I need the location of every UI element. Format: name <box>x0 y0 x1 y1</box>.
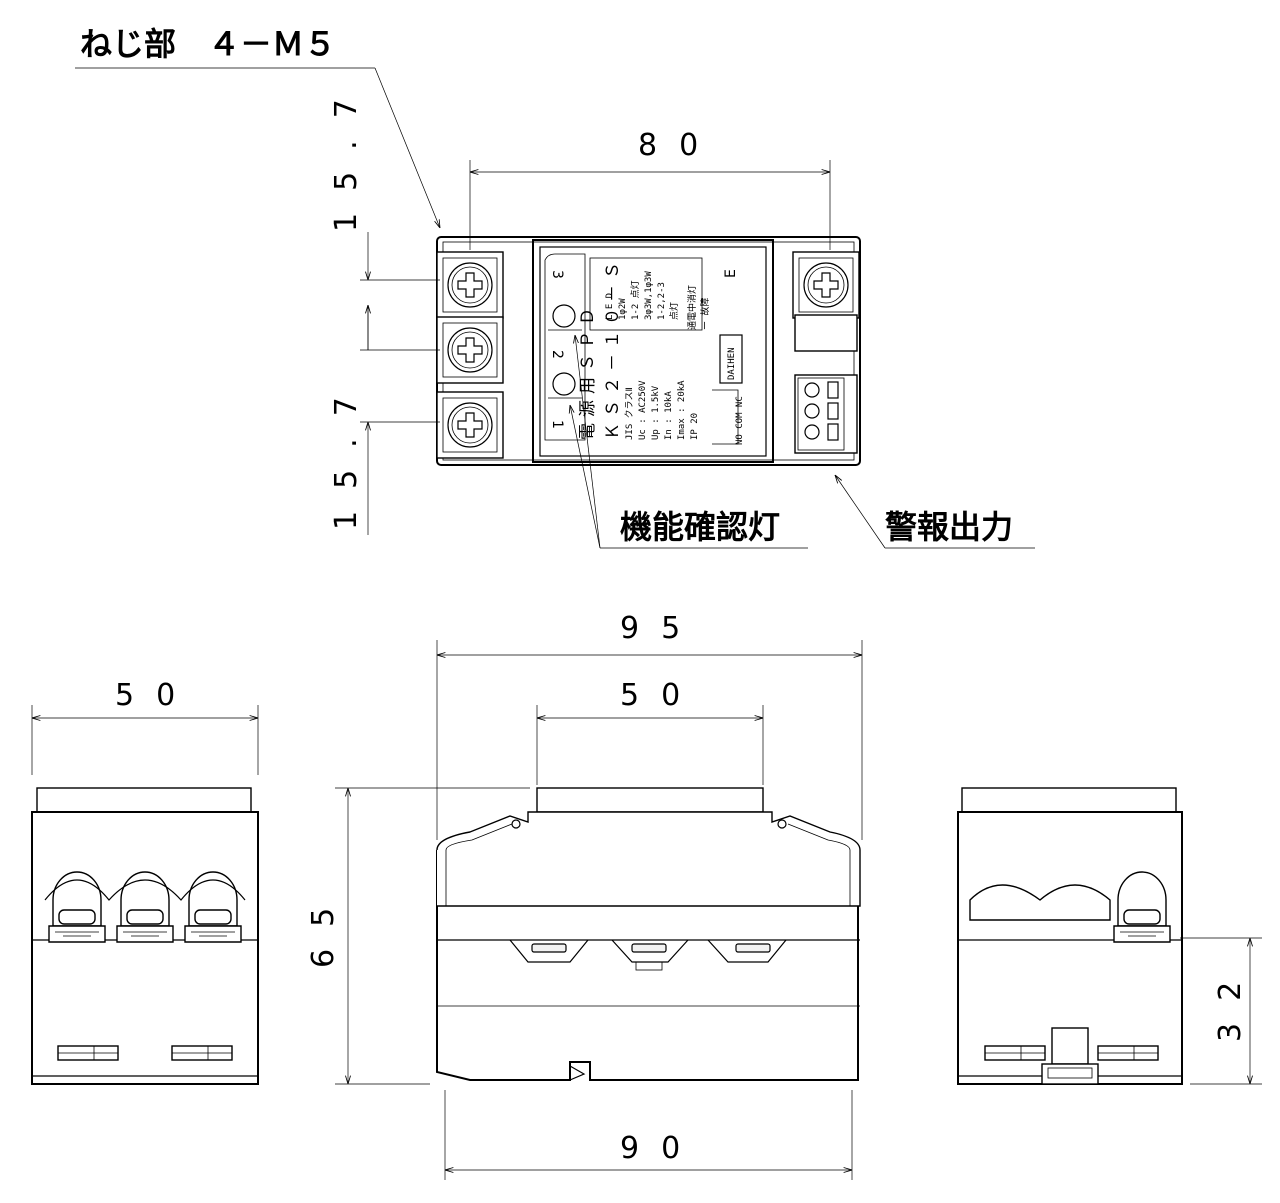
left-side-view <box>31 787 259 1085</box>
alarm-terminal-labels: NO COM NC <box>735 396 745 445</box>
spec-line-2: Uc : AC250V <box>638 380 648 440</box>
led-line-5: 1-2,2-3 <box>657 282 667 320</box>
alarm-callout-label: 警報出力 <box>885 508 1013 546</box>
dim-height-lower: 15.7 <box>329 375 364 530</box>
top-view <box>436 236 861 466</box>
led-line-2: 1φ2W <box>618 298 628 320</box>
led-line-6: 点灯 <box>669 302 680 320</box>
dim-total-width: 95 <box>620 611 702 646</box>
screw-label: ねじ部 ４－Ｍ５ <box>80 25 336 63</box>
dim-side-width: 50 <box>115 678 197 713</box>
led-line-3: 1-2 点灯 <box>630 280 641 320</box>
spec-line-1: JIS クラスⅡ <box>624 387 635 440</box>
spec-line-4: In : 10kA <box>664 391 674 440</box>
led-line-4: 3φ3W,1φ3W <box>644 271 654 320</box>
terminal-2-label: 2 <box>549 350 565 359</box>
terminal-1-label: 1 <box>549 420 565 429</box>
front-view <box>436 787 861 1081</box>
led-callout-label: 機能確認灯 <box>620 508 780 546</box>
dim-height: 65 <box>306 886 341 968</box>
status-line-2: ー 故障 <box>699 298 711 330</box>
spec-line-6: IP 20 <box>690 413 700 440</box>
dim-inner-width: 50 <box>620 678 702 713</box>
dim-side-height: 32 <box>1213 960 1248 1042</box>
spec-line-5: Imax : 20kA <box>677 380 687 440</box>
dim-top-width: 80 <box>638 128 720 163</box>
right-side-view <box>957 787 1183 1085</box>
dim-height-upper: 15.7 <box>329 77 364 232</box>
terminal-3-label: 3 <box>549 270 565 279</box>
brand-logo: DAIHEN <box>727 347 737 380</box>
led-line-1: L E D <box>605 293 615 320</box>
device-model: ＫＳ２－１０－Ｓ <box>603 256 623 440</box>
earth-label: E <box>723 269 739 278</box>
screw-leader-arrow <box>374 67 440 228</box>
status-line-1: 通電中消灯 <box>686 285 698 330</box>
device-label-panel: 1 2 3 電源用ＳＰＤ ＫＳ２－１０－Ｓ JIS クラスⅡ Uc : AC25… <box>549 256 745 445</box>
spec-line-3: Up : 1.5kV <box>651 385 661 440</box>
dim-base-width: 90 <box>620 1131 702 1166</box>
device-title: 電源用ＳＰＤ <box>578 302 598 440</box>
